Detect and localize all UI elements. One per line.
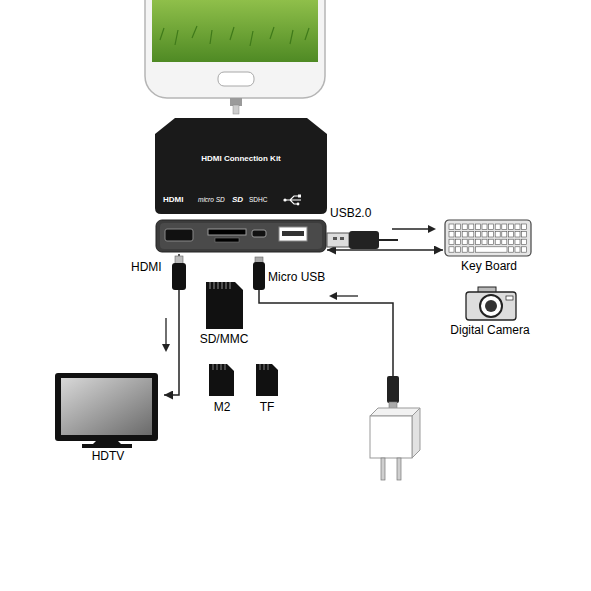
- phone: [145, 0, 325, 114]
- node-text: TF: [250, 401, 284, 415]
- sdhc-logo: SDHC: [249, 196, 267, 203]
- usb-plug: [327, 225, 436, 249]
- node-text: Digital Camera: [440, 324, 540, 338]
- digital-camera: Digital Camera: [440, 284, 540, 342]
- sd-card: SD/MMC: [197, 280, 251, 352]
- micro-usb-cable: [253, 257, 393, 376]
- m2-card: M2: [204, 362, 240, 420]
- keyboard: Key Board: [443, 216, 535, 278]
- node-text: Key Board: [443, 260, 535, 274]
- node-text: HDMI Connection Kit: [155, 154, 327, 163]
- sd-logo: SD: [232, 195, 243, 204]
- node-text: HDTV: [52, 450, 164, 464]
- tf-card: TF: [250, 362, 284, 420]
- edge-label: HDMI: [131, 261, 162, 275]
- port-label: Micro USB: [268, 271, 325, 285]
- node-text: SD/MMC: [197, 333, 251, 347]
- edge-label: USB2.0: [330, 207, 371, 221]
- hdmi-adapter-shape: [155, 112, 327, 254]
- microsd-logo: micro SD: [198, 196, 225, 203]
- node-text: M2: [204, 401, 240, 415]
- cable-connector: [327, 249, 443, 251]
- hdtv: HDTV: [52, 370, 164, 464]
- charger: [370, 376, 420, 480]
- hdmi-adapter: HDMI Connection Kit: [155, 112, 327, 254]
- hdmi-logo: HDMI: [163, 195, 183, 204]
- hdmi-plug: [162, 256, 186, 352]
